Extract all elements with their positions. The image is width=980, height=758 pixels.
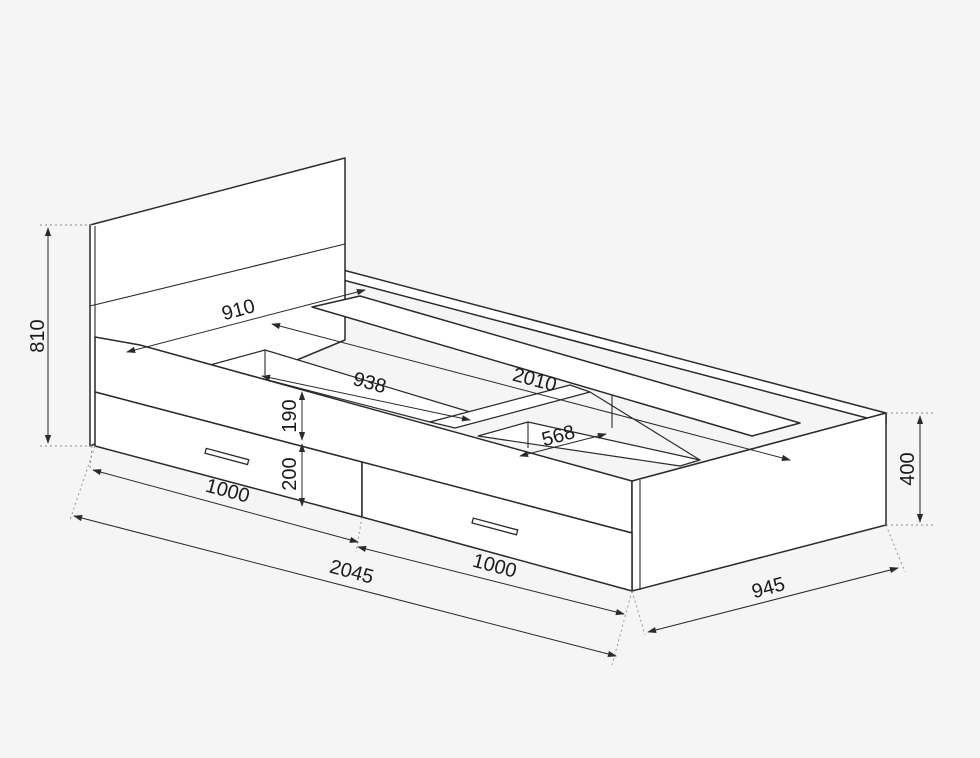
label-headboard-height: 810 bbox=[27, 319, 49, 352]
dimension-labels: 810 400 910 938 2010 568 190 200 1000 10… bbox=[27, 295, 919, 603]
label-drawer-height: 200 bbox=[279, 457, 301, 490]
drawer-left-handle bbox=[204, 447, 250, 466]
footboard bbox=[631, 412, 887, 592]
dimension-lines bbox=[44, 227, 924, 658]
dim-2010-line bbox=[271, 323, 791, 461]
label-overall-width: 945 bbox=[749, 573, 787, 603]
dim-945-line bbox=[647, 566, 899, 634]
dim-568-line bbox=[519, 432, 607, 458]
dim-910-line bbox=[126, 288, 366, 354]
bed-drawing bbox=[89, 157, 887, 592]
dim-2045-line bbox=[73, 514, 617, 658]
slat-frame-center bbox=[429, 384, 591, 429]
label-side-rail-height: 190 bbox=[279, 399, 301, 432]
label-footboard-height: 400 bbox=[897, 452, 919, 485]
